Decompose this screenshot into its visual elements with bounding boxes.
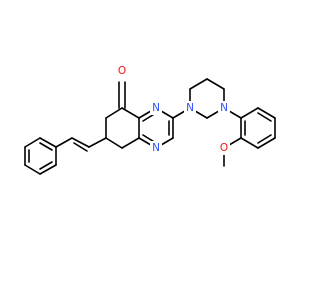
bond (240, 107, 259, 119)
bond-layer (24, 78, 276, 175)
bond (39, 142, 53, 151)
structure-canvas: O N N N N O (24, 64, 276, 175)
bond (24, 137, 41, 148)
methoxy-oxygen-label: O (220, 142, 228, 154)
bond (73, 142, 88, 152)
bond (257, 137, 276, 149)
bond (88, 137, 107, 148)
pyrimidine-n3-label: N (152, 102, 160, 114)
bond (257, 112, 272, 122)
bond (206, 78, 225, 90)
bond (121, 107, 140, 119)
bond (105, 107, 123, 119)
bond (71, 137, 90, 148)
bond (39, 164, 57, 175)
bond (257, 134, 272, 144)
pyrimidine-n1-label: N (152, 142, 160, 154)
bond (121, 137, 140, 149)
bond (240, 137, 259, 149)
bond (24, 164, 41, 175)
methoxy-oxygen-atom: O (218, 141, 230, 155)
bond (55, 137, 73, 148)
molecule-diagram: O N N N N O (24, 64, 276, 175)
piperazine-n1-atom: N (184, 101, 196, 115)
bond (189, 78, 208, 90)
piperazine-n1-label: N (186, 102, 194, 114)
atom-label-layer: O N N N N O (116, 64, 230, 155)
bond (257, 107, 276, 119)
bond (39, 161, 53, 170)
ketone-oxygen-atom: O (116, 64, 128, 78)
pyrimidine-n3-atom: N (150, 101, 162, 115)
piperazine-n4-atom: N (218, 101, 230, 115)
ketone-oxygen-label: O (118, 65, 126, 77)
pyrimidine-n1-atom: N (150, 141, 162, 155)
bond (105, 137, 123, 149)
piperazine-n4-label: N (220, 102, 228, 114)
bond (39, 137, 57, 148)
